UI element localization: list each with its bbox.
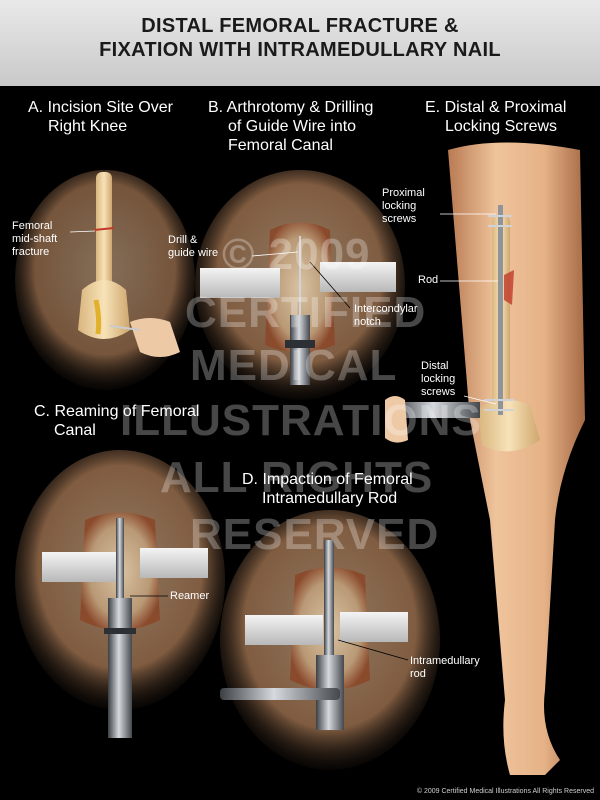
label-intercondylar-notch: Intercondylar notch — [354, 303, 418, 329]
label-im-rod-line-1: Intramedullary — [410, 655, 480, 667]
label-distal-line-3: screws — [421, 386, 456, 398]
panel-b-leader-drill — [251, 251, 299, 257]
label-distal-locking-screws: Distal locking screws — [421, 360, 455, 399]
panel-e-gloved-hand — [385, 396, 408, 443]
watermark-line-5: ALL RIGHTS — [160, 453, 434, 502]
panel-a-scalpel — [109, 325, 141, 331]
panel-e-rod — [498, 205, 503, 415]
label-femoral-fracture-line-1: Femoral — [12, 220, 53, 232]
panel-e-fracture-mark — [504, 270, 514, 305]
label-femoral-fracture-line-3: fracture — [12, 246, 50, 258]
panel-c-retractor-left — [42, 552, 120, 582]
label-distal-line-1: Distal — [421, 360, 449, 372]
panel-b-title-line-1: B. Arthrotomy & Drilling — [208, 99, 374, 116]
panel-c-retractor-right — [140, 548, 208, 578]
panel-e-title-line-2: Locking Screws — [445, 118, 558, 135]
label-drill-guide-wire: Drill & guide wire — [168, 234, 218, 260]
panel-e-title-line-1: E. Distal & Proximal — [425, 99, 567, 116]
panel-a-title: A. Incision Site Over Right Knee — [28, 98, 173, 136]
label-reamer: Reamer — [170, 590, 210, 602]
panel-c-reamer-shaft — [116, 518, 124, 598]
title-banner: DISTAL FEMORAL FRACTURE & FIXATION WITH … — [0, 0, 600, 86]
watermark-line-1: © 2009 — [222, 230, 371, 279]
label-drill-line-2: guide wire — [168, 247, 219, 259]
label-proximal-locking-screws: Proximal locking screws — [382, 187, 425, 226]
panel-e-figure — [385, 142, 585, 775]
panel-c-figure — [15, 450, 225, 738]
panel-d-title: D. Impaction of Femoral Intramedullary R… — [242, 470, 413, 508]
panel-d-title-line-2: Intramedullary Rod — [262, 490, 398, 507]
panel-b-leader-notch — [309, 261, 351, 309]
panel-e-drill — [395, 402, 480, 418]
panel-b-drill — [290, 315, 310, 385]
label-proximal-line-1: Proximal — [382, 187, 425, 199]
panel-c-title: C. Reaming of Femoral Canal — [34, 402, 199, 440]
panel-e-leader-distal — [463, 395, 497, 405]
panel-a-femur-shaft — [96, 172, 112, 292]
panel-c-title-line-1: C. Reaming of Femoral — [34, 403, 200, 420]
panel-d-title-line-1: D. Impaction of Femoral — [242, 471, 413, 488]
panel-b-retractor-left — [200, 268, 280, 298]
panel-a-leader-fracture — [69, 230, 96, 233]
panel-a-gloved-hand — [130, 318, 180, 357]
label-femoral-fracture: Femoral mid-shaft fracture — [12, 220, 57, 259]
panel-d-retractor-left — [245, 615, 323, 645]
panel-a-figure — [15, 170, 195, 390]
panel-c-reamer-collar — [104, 628, 136, 634]
label-proximal-line-3: screws — [382, 213, 417, 225]
panel-c-title-line-2: Canal — [54, 422, 96, 439]
watermark-line-4: ILLUSTRATIONS — [120, 396, 482, 445]
panel-b-title: B. Arthrotomy & Drilling of Guide Wire i… — [208, 98, 373, 155]
label-rod: Rod — [418, 274, 439, 286]
main-title: DISTAL FEMORAL FRACTURE & FIXATION WITH … — [0, 14, 600, 62]
watermark-line-2: CERTIFIED — [185, 288, 427, 337]
panel-b-figure — [195, 170, 405, 400]
panel-a-title-line-1: A. Incision Site Over — [28, 99, 173, 116]
label-distal-line-2: locking — [421, 373, 456, 385]
panel-a-fracture-line — [93, 227, 115, 231]
panel-b-drill-collar — [285, 340, 315, 348]
panel-e-title: E. Distal & Proximal Locking Screws — [425, 98, 566, 136]
panel-a-knee-condyles — [78, 280, 130, 339]
panel-d-intramedullary-rod — [324, 540, 334, 660]
panel-c-reamer-handle — [108, 598, 132, 738]
watermark-line-6: RESERVED — [190, 510, 440, 559]
panel-d-figure — [220, 510, 440, 770]
panel-a-incision — [93, 299, 102, 335]
copyright-notice: © 2009 Certified Medical Illustrations A… — [416, 788, 594, 795]
panel-d-mallet-head — [316, 700, 344, 730]
label-notch-line-1: Intercondylar — [354, 303, 418, 315]
panel-d-mallet-handle — [220, 688, 340, 700]
main-title-line-1: DISTAL FEMORAL FRACTURE & — [141, 15, 459, 37]
panel-d-retractor-right — [340, 612, 408, 642]
panel-d-leader-rod — [337, 639, 409, 661]
main-title-line-2: FIXATION WITH INTRAMEDULLARY NAIL — [99, 39, 501, 61]
panel-e-leg — [448, 142, 585, 775]
label-im-rod-line-2: rod — [410, 668, 426, 680]
label-drill-line-1: Drill & — [168, 234, 198, 246]
panel-b-title-line-3: Femoral Canal — [228, 137, 333, 154]
panel-b-retractor-right — [320, 262, 396, 292]
watermark-line-3: MEDICAL — [190, 341, 398, 390]
panel-b-title-line-2: of Guide Wire into — [228, 118, 357, 135]
label-intramedullary-rod: Intramedullary rod — [410, 655, 480, 681]
label-notch-line-2: notch — [354, 316, 381, 328]
panel-a-title-line-2: Right Knee — [48, 118, 128, 135]
label-femoral-fracture-line-2: mid-shaft — [12, 233, 58, 245]
label-proximal-line-2: locking — [382, 200, 417, 212]
panel-e-knee-joint — [478, 399, 540, 452]
